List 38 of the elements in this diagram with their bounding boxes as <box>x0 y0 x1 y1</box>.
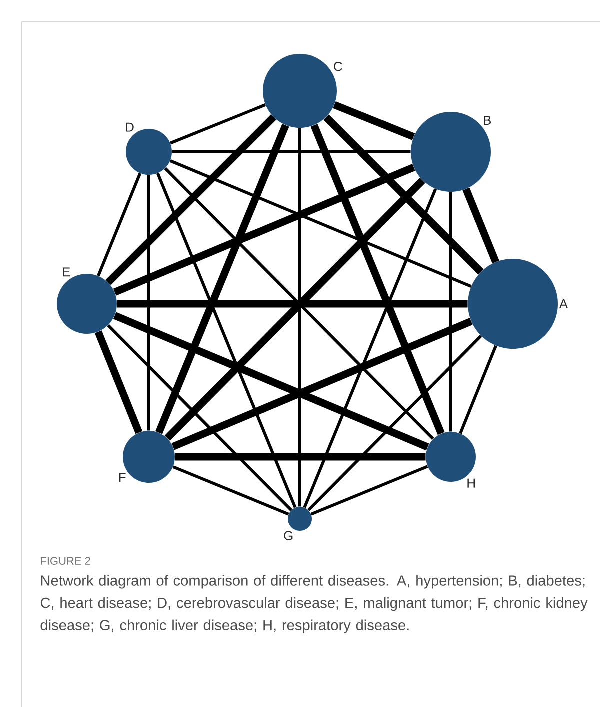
edge-line <box>175 453 426 461</box>
network-node: F <box>119 431 175 483</box>
network-node: A <box>468 259 568 349</box>
edge-line <box>303 188 438 508</box>
node-label: G <box>284 531 293 540</box>
network-node: C <box>263 54 342 128</box>
caption: Network diagram of comparison of different diseases. A, hypertension; B, diabetes; C, heart disease; D, cerebrovascular disease; E, malignant tumor; F, chronic kidney disease; G, chronic liver disease; H, respiratory disease. <box>40 575 588 634</box>
edge-line <box>324 114 484 275</box>
edge-line <box>462 188 500 264</box>
edge-line <box>113 312 430 451</box>
edge-line <box>106 114 276 286</box>
network-node: G <box>284 507 312 540</box>
edge-line <box>113 164 416 296</box>
edge-line <box>308 335 482 512</box>
edge-line <box>97 172 142 277</box>
network-node: H <box>426 432 476 488</box>
edge-line <box>172 150 411 154</box>
figure-label: FIGURE 2 <box>41 557 90 565</box>
edge-line <box>459 345 498 434</box>
edge-line <box>170 160 472 288</box>
node-label: A <box>559 300 568 308</box>
edge-line <box>298 128 302 507</box>
edge-line <box>172 318 473 450</box>
edge-line <box>117 300 468 308</box>
edge-line <box>148 175 150 431</box>
edge-line <box>94 330 143 434</box>
network-node: D <box>126 122 172 175</box>
network-node: E <box>57 268 117 334</box>
edge-line <box>310 124 445 436</box>
edge-line <box>450 192 452 432</box>
edge-line <box>172 466 290 516</box>
edge-line <box>333 101 416 140</box>
edge-line <box>170 104 266 145</box>
edge-line <box>310 465 428 516</box>
network-node: B <box>411 112 491 192</box>
edge-line <box>156 172 297 508</box>
edge-line <box>156 124 290 434</box>
edge-line <box>107 324 292 512</box>
